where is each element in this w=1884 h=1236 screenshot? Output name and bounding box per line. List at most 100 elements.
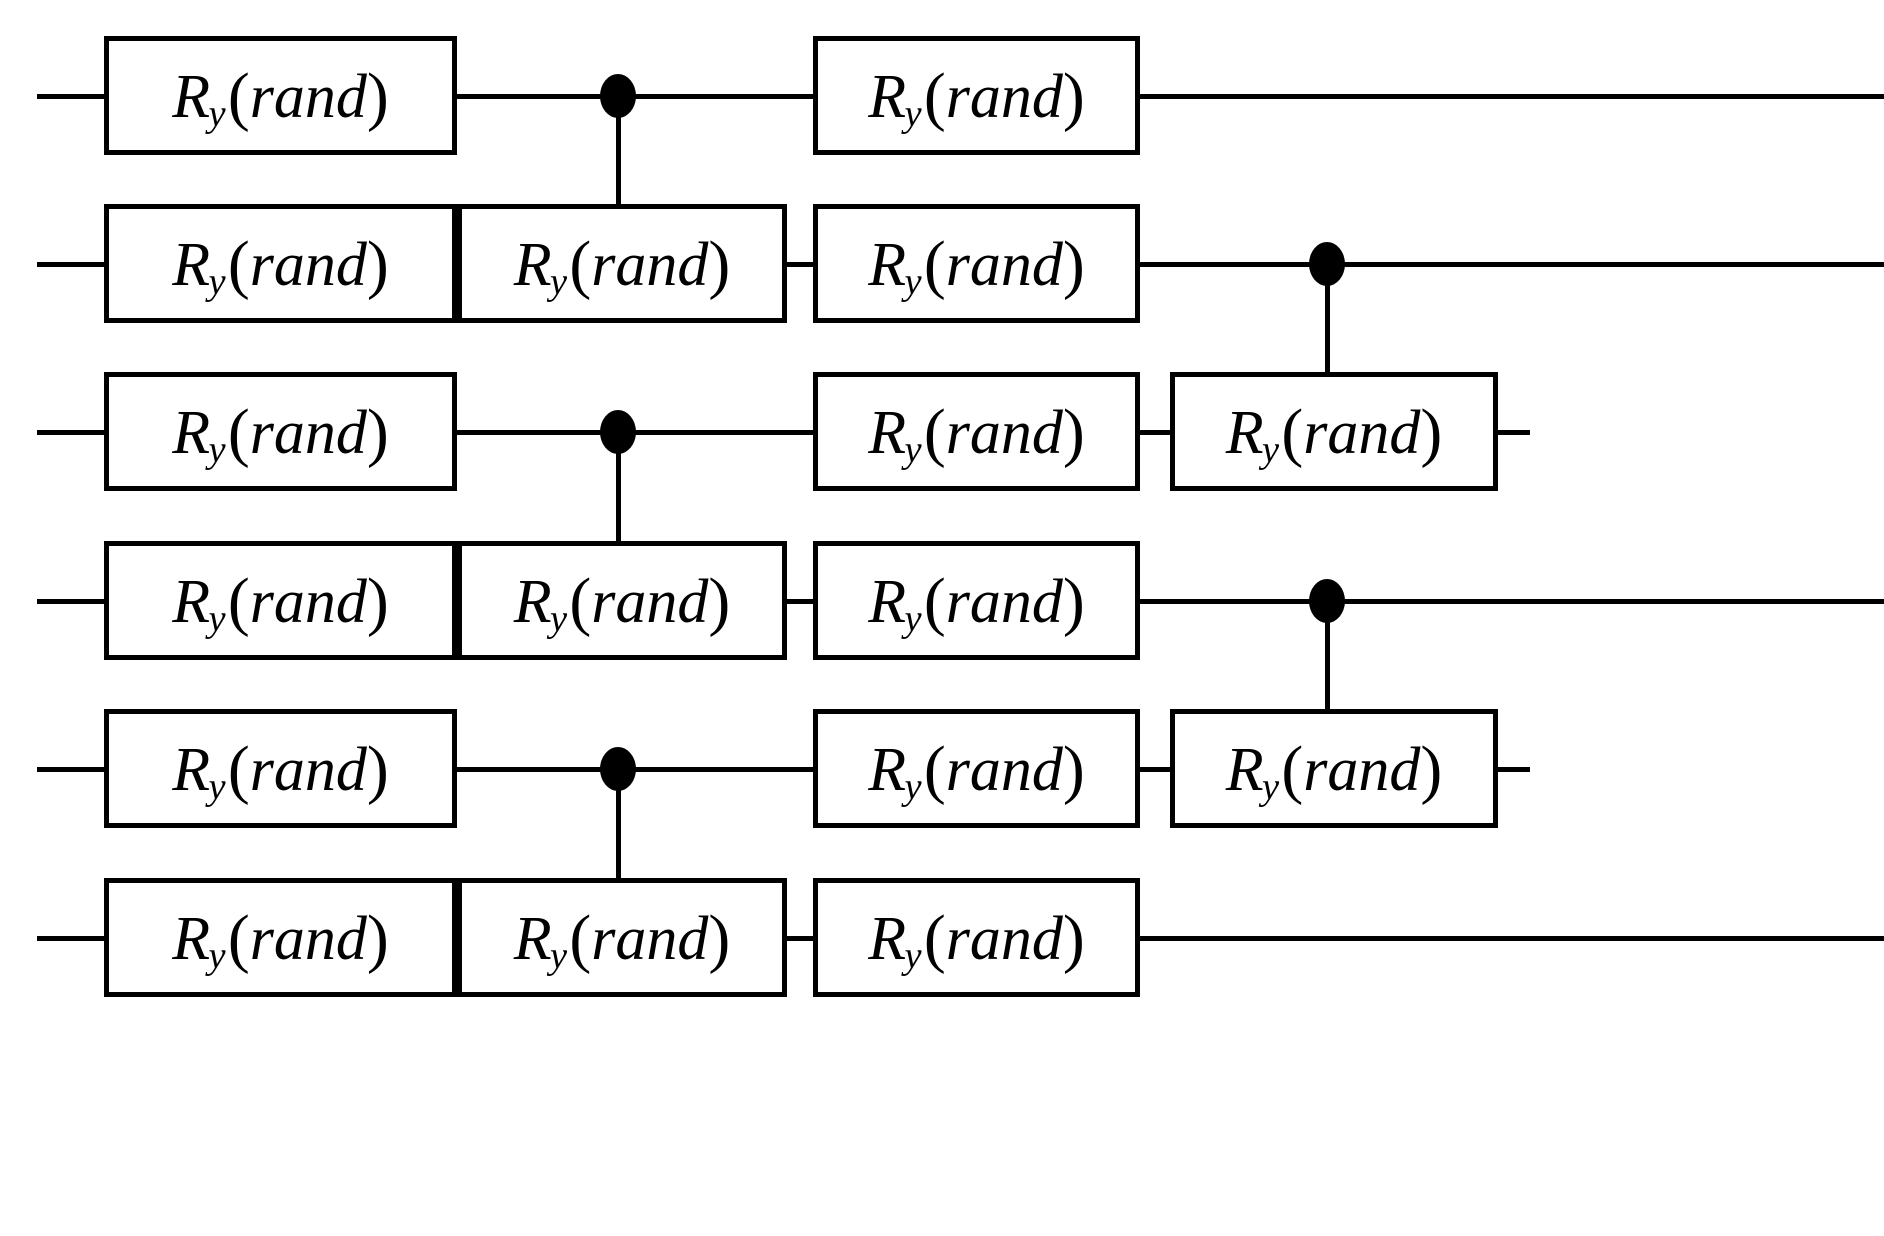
control-dot: [600, 747, 636, 791]
gate-close-paren: ): [366, 901, 389, 975]
gate-close-paren: ): [366, 59, 389, 133]
gate-open-paren: (: [923, 227, 946, 301]
gate-argument: rand: [249, 398, 367, 467]
gate-subscript: y: [1262, 765, 1280, 808]
gate-close-paren: ): [1062, 901, 1085, 975]
gate-open-paren: (: [923, 732, 946, 806]
gate-symbol: R: [868, 230, 907, 299]
gate-close-paren: ): [708, 901, 731, 975]
control-link-line: [616, 432, 621, 601]
gate-open-paren: (: [227, 227, 250, 301]
gate-close-paren: ): [366, 395, 389, 469]
gate-argument: rand: [1303, 735, 1421, 804]
gate-subscript: y: [550, 260, 568, 303]
gate-open-paren: (: [227, 395, 250, 469]
gate-argument: rand: [249, 62, 367, 131]
gate-symbol: R: [1225, 398, 1264, 467]
control-dot: [1309, 242, 1345, 286]
gate-subscript: y: [904, 934, 922, 977]
gate-subscript: y: [208, 428, 226, 471]
gate-argument: rand: [591, 567, 709, 636]
gate-symbol: R: [172, 62, 211, 131]
gate-symbol: R: [513, 230, 552, 299]
gate-symbol: R: [172, 567, 211, 636]
gate-open-paren: (: [227, 564, 250, 638]
gate-argument: rand: [591, 904, 709, 973]
control-dot: [1309, 579, 1345, 623]
gate-close-paren: ): [1062, 395, 1085, 469]
gate-subscript: y: [550, 597, 568, 640]
gate-symbol: R: [868, 567, 907, 636]
gate-subscript: y: [904, 260, 922, 303]
gate-open-paren: (: [569, 564, 592, 638]
gate-close-paren: ): [708, 564, 731, 638]
gate-open-paren: (: [923, 395, 946, 469]
gate-subscript: y: [904, 92, 922, 135]
gate-subscript: y: [550, 934, 568, 977]
gate-argument: rand: [249, 735, 367, 804]
gate-symbol: R: [513, 904, 552, 973]
gate-symbol: R: [172, 735, 211, 804]
gate-open-paren: (: [227, 59, 250, 133]
control-link-line: [616, 769, 621, 938]
gate-subscript: y: [904, 765, 922, 808]
gate-open-paren: (: [923, 564, 946, 638]
qubit-wire: [37, 767, 1530, 772]
gate-argument: rand: [945, 62, 1063, 131]
gate-symbol: R: [172, 230, 211, 299]
gate-open-paren: (: [923, 59, 946, 133]
control-link-line: [1325, 264, 1330, 432]
gate-symbol: R: [868, 62, 907, 131]
gate-subscript: y: [904, 428, 922, 471]
gate-close-paren: ): [366, 732, 389, 806]
gate-symbol: R: [868, 398, 907, 467]
gate-argument: rand: [249, 230, 367, 299]
gate-symbol: R: [172, 398, 211, 467]
gate-subscript: y: [208, 765, 226, 808]
gate-close-paren: ): [1062, 564, 1085, 638]
gate-open-paren: (: [569, 227, 592, 301]
gate-subscript: y: [208, 597, 226, 640]
gate-open-paren: (: [923, 901, 946, 975]
gate-argument: rand: [249, 904, 367, 973]
gate-close-paren: ): [1420, 395, 1443, 469]
gate-open-paren: (: [1281, 732, 1304, 806]
gate-argument: rand: [1303, 398, 1421, 467]
control-dot: [600, 74, 636, 118]
gate-argument: rand: [249, 567, 367, 636]
gate-argument: rand: [945, 230, 1063, 299]
gate-subscript: y: [904, 597, 922, 640]
gate-subscript: y: [208, 260, 226, 303]
gate-argument: rand: [945, 567, 1063, 636]
qubit-wire: [37, 430, 1530, 435]
gate-close-paren: ): [1062, 732, 1085, 806]
